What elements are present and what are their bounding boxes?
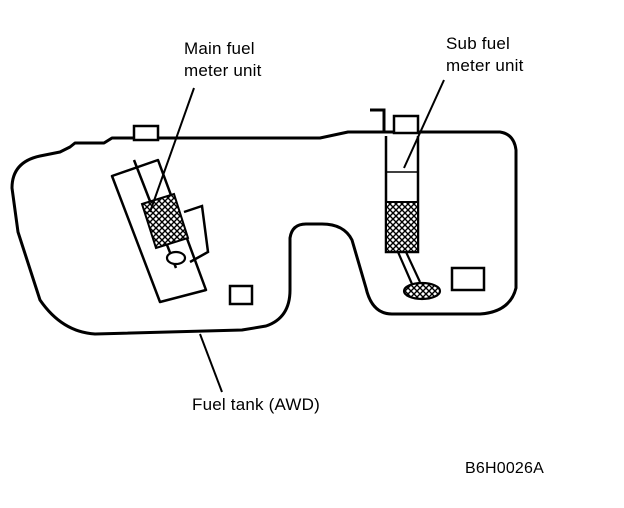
right-filler-cap: [392, 114, 420, 135]
main-fuel-meter-unit: [110, 158, 210, 304]
main-unit-bracket: [183, 204, 210, 264]
vent-pipe: [370, 108, 386, 132]
fuel-tank-outline: [10, 130, 518, 336]
main-unit-leader-line: [149, 87, 195, 213]
sub-unit-float: [402, 281, 442, 301]
left-tank-block: [228, 284, 254, 306]
sub-fuel-meter-unit: [384, 136, 442, 301]
sub-unit-arm: [396, 251, 421, 285]
sub-unit-filter: [385, 201, 419, 253]
main-label-line-2: meter unit: [184, 61, 262, 80]
main-fuel-meter-unit-label: Main fuel meter unit: [184, 38, 262, 82]
main-unit-filter: [140, 192, 190, 250]
figure-code-label: B6H0026A: [465, 460, 544, 477]
sub-label-line-2: meter unit: [446, 56, 524, 75]
tank-leader-line: [199, 333, 223, 393]
sub-fuel-meter-unit-label: Sub fuel meter unit: [446, 33, 524, 77]
left-filler-cap: [132, 124, 160, 142]
sub-unit-leader-line: [403, 79, 445, 169]
right-tank-block: [450, 266, 486, 292]
main-unit-float: [165, 250, 187, 266]
sub-label-line-1: Sub fuel: [446, 34, 510, 53]
main-label-line-1: Main fuel: [184, 39, 255, 58]
fuel-tank-label: Fuel tank (AWD): [192, 395, 321, 414]
